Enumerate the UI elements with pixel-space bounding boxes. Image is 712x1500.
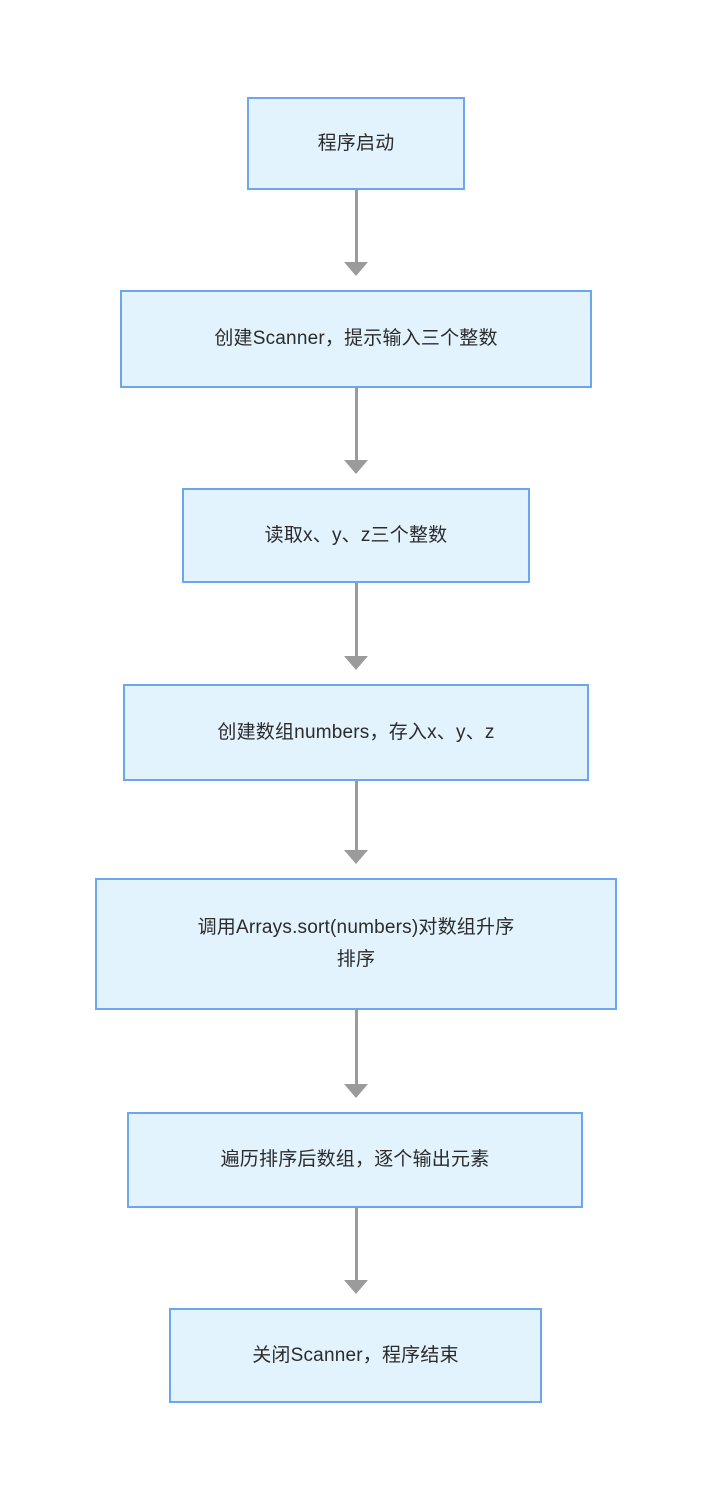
- flow-node-label: 遍历排序后数组，逐个输出元素: [220, 1149, 490, 1170]
- flow-node-label: 调用Arrays.sort(numbers)对数组升序 排序: [197, 917, 515, 970]
- arrowhead-icon: [344, 850, 368, 864]
- flow-node-n5[interactable]: 调用Arrays.sort(numbers)对数组升序 排序: [95, 878, 617, 1010]
- connector-line: [355, 1208, 358, 1281]
- flow-node-n6[interactable]: 遍历排序后数组，逐个输出元素: [127, 1112, 583, 1208]
- flow-connector-n1-to-n2: [336, 190, 376, 276]
- flow-node-label: 程序启动: [317, 132, 395, 154]
- connector-line: [355, 190, 358, 263]
- arrowhead-icon: [344, 1280, 368, 1294]
- connector-line: [355, 583, 358, 657]
- arrowhead-icon: [344, 262, 368, 276]
- flow-node-n2[interactable]: 创建Scanner，提示输入三个整数: [120, 290, 592, 388]
- connector-line: [355, 1010, 358, 1085]
- flow-connector-n5-to-n6: [336, 1010, 376, 1098]
- arrowhead-icon: [344, 656, 368, 670]
- arrowhead-icon: [344, 460, 368, 474]
- flow-node-label: 创建数组numbers，存入x、y、z: [217, 721, 495, 743]
- flow-connector-n2-to-n3: [336, 388, 376, 474]
- flow-connector-n6-to-n7: [336, 1208, 376, 1294]
- flow-node-label: 关闭Scanner，程序结束: [252, 1344, 459, 1366]
- flow-node-n1[interactable]: 程序启动: [247, 97, 465, 190]
- flow-connector-n4-to-n5: [336, 781, 376, 864]
- connector-line: [355, 781, 358, 851]
- flow-node-n3[interactable]: 读取x、y、z三个整数: [182, 488, 530, 583]
- connector-line: [355, 388, 358, 461]
- arrowhead-icon: [344, 1084, 368, 1098]
- flow-node-label: 创建Scanner，提示输入三个整数: [214, 328, 498, 349]
- flow-node-label: 读取x、y、z三个整数: [264, 524, 448, 546]
- flow-node-n7[interactable]: 关闭Scanner，程序结束: [169, 1308, 542, 1403]
- flow-node-n4[interactable]: 创建数组numbers，存入x、y、z: [123, 684, 589, 781]
- flow-connector-n3-to-n4: [336, 583, 376, 670]
